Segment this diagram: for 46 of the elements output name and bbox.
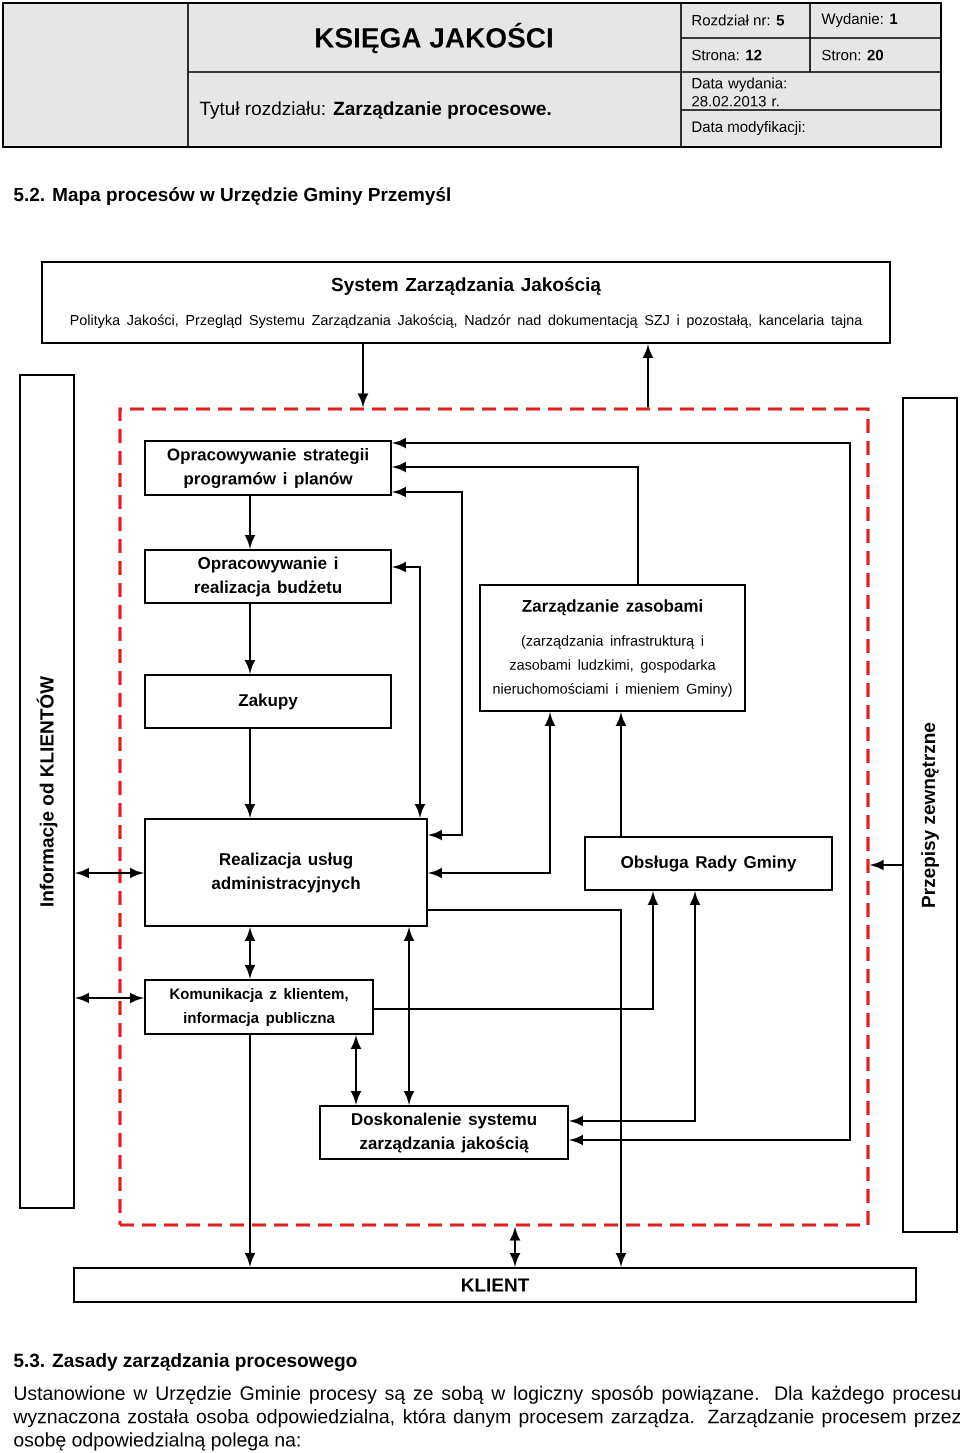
arrow xyxy=(510,1229,520,1265)
paragraph: Ustanowione w Urzędzie Gminie procesy są ze sobą w logiczny sposób powiązane. Dla każdego procesu wyznaczona została osoba odpowiedzialna, która danym procesem zarządza. Zarządzanie procesem przez osobę odpowiedzialną polega na: xyxy=(13,1385,960,1451)
header-text: Data modyfikacji: xyxy=(692,121,805,135)
arrow xyxy=(77,993,142,1003)
header-text: Stron: 20 xyxy=(822,49,884,61)
arrow xyxy=(245,495,255,547)
arrow xyxy=(373,893,658,1010)
header-text: Data wydania: 28.02.2013 r. xyxy=(692,77,786,107)
arrow xyxy=(351,1037,361,1103)
process-box: Zarządzanie zasobami (zarządzania infrastrukturą i zasobami ludzkimi, gospodarka nieruchomościami i mieniem Gminy) xyxy=(479,584,746,712)
heading: 5.3. Zasady zarządzania procesowego xyxy=(14,1353,357,1371)
process-box: Doskonalenie systemu zarządzania jakością xyxy=(319,1105,569,1160)
process-box: Realizacja usług administracyjnych xyxy=(144,818,428,927)
process-box: Zakupy xyxy=(144,674,392,729)
header-text: Tytuł rozdziału: Zarządzanie procesowe. xyxy=(199,101,551,119)
arrow xyxy=(571,893,700,1126)
header-text: Rozdział nr: 5 xyxy=(692,14,785,26)
arrow xyxy=(245,603,255,672)
process-box: Opracowywanie i realizacja budżetu xyxy=(144,549,392,604)
arrow xyxy=(872,860,903,870)
arrow xyxy=(643,346,653,409)
arrow xyxy=(77,868,142,878)
heading: KSIĘGA JAKOŚCI xyxy=(316,22,552,54)
client-bar: KLIENT xyxy=(73,1267,917,1303)
arrow xyxy=(245,1034,255,1265)
arrow xyxy=(394,438,851,1145)
system-box: System Zarządzania Jakością Polityka Jakości, Przegląd Systemu Zarządzania Jakością, Nadzór nad dokumentacją SZJ i pozostałą, kancelaria tajna xyxy=(41,261,891,344)
side-panel: Przepisy zewnętrzne xyxy=(902,397,958,1233)
arrow xyxy=(358,343,368,405)
arrow xyxy=(394,562,425,816)
arrow xyxy=(394,462,639,585)
arrow xyxy=(404,929,414,1103)
process-box: Opracowywanie strategii programów i planów xyxy=(144,440,392,496)
header-text: Wydanie: 1 xyxy=(821,13,898,27)
process-box: Obsługa Rady Gminy xyxy=(584,836,833,891)
arrow xyxy=(427,909,626,1265)
arrow xyxy=(245,728,255,816)
side-panel: Informacje od KLIENTÓW xyxy=(19,374,75,1209)
arrow xyxy=(616,714,626,837)
arrow xyxy=(245,929,255,977)
heading: 5.2. Mapa procesów w Urzędzie Gminy Przemyśl xyxy=(14,187,450,205)
dashed-frame xyxy=(118,407,870,1227)
arrow xyxy=(430,714,555,878)
process-box: Komunikacja z klientem, informacja publiczna xyxy=(144,979,374,1035)
arrow xyxy=(394,487,463,840)
header-text: Strona: 12 xyxy=(692,49,762,61)
